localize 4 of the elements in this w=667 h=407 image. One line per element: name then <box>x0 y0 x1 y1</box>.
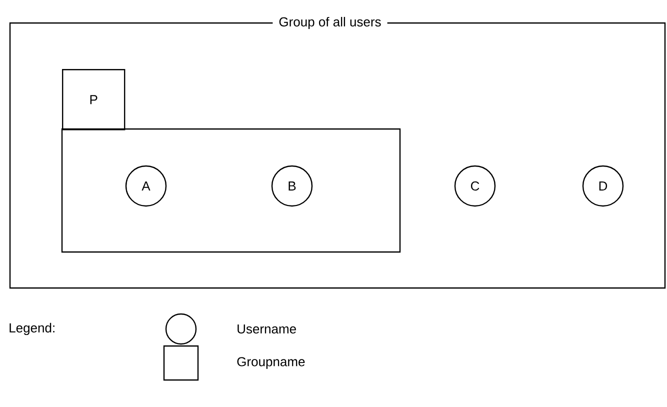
legend-heading: Legend: <box>10 322 54 336</box>
legend-text: Groupname <box>237 357 305 369</box>
node-label: P <box>90 95 98 104</box>
legend-text: Username <box>238 324 296 334</box>
